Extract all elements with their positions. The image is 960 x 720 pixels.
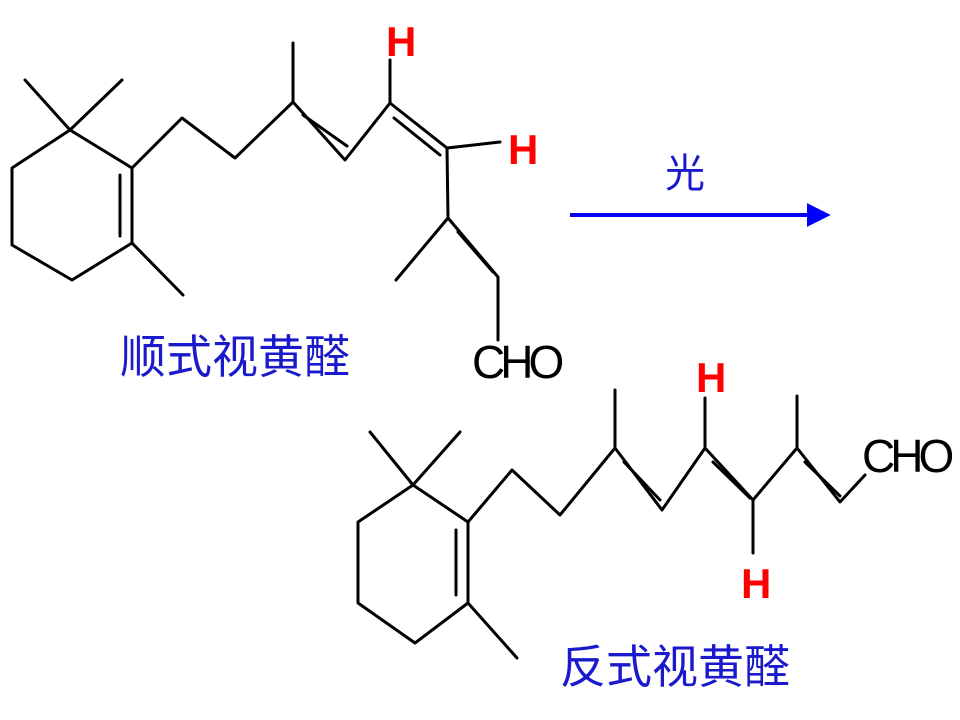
- cis-aldehyde-group: CHO: [472, 336, 562, 388]
- reaction-condition-label: 光: [665, 151, 705, 197]
- trans-double-bond-3: [803, 460, 842, 498]
- cis-ring-bonds: [10, 128, 134, 282]
- reactant-name-label: 顺式视黄醛: [120, 330, 350, 384]
- trans-ring-bonds: [356, 483, 470, 645]
- trans-retinal-structure: [356, 388, 867, 660]
- cis-gem-methyl-1: [23, 78, 72, 132]
- trans-gem-methyl-1: [368, 430, 415, 487]
- trans-ring-methyl: [466, 601, 519, 660]
- cis-hydrogen-2: H: [508, 126, 538, 173]
- cis-gem-methyl-2: [68, 78, 124, 132]
- cis-double-bond-2: [392, 116, 442, 157]
- cis-h-bond-2: [445, 140, 502, 150]
- trans-double-bond-1: [622, 460, 662, 502]
- cis-retinal-structure: [10, 41, 502, 342]
- trans-hydrogen-1: H: [696, 354, 726, 401]
- cis-double-bond-1: [301, 113, 349, 148]
- cis-double-bond-3: [456, 230, 495, 274]
- product-name-label: 反式视黄醛: [560, 640, 790, 694]
- cis-chain-methyl-2: [394, 216, 450, 282]
- trans-gem-methyl-2: [411, 430, 462, 487]
- cis-chain-bonds: [130, 100, 500, 342]
- cis-hydrogen-1: H: [386, 18, 416, 65]
- trans-aldehyde-group: CHO: [862, 430, 952, 482]
- trans-chain-bonds: [466, 446, 867, 524]
- trans-hydrogen-2: H: [741, 560, 771, 607]
- cis-ring-methyl: [130, 241, 185, 297]
- trans-double-bond-2: [711, 460, 752, 500]
